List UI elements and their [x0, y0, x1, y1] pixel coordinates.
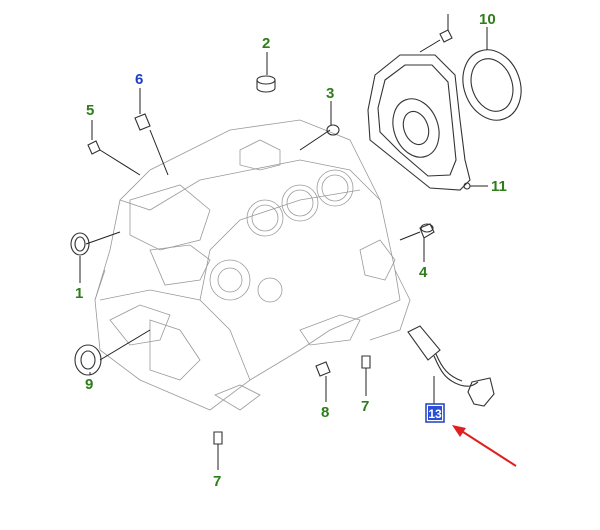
- callout-3: 3: [326, 85, 334, 102]
- callout-5: 5: [86, 102, 94, 119]
- callout-2: 2: [262, 35, 270, 52]
- part-7a-bolt: [213, 431, 223, 445]
- engine-block: [94, 119, 411, 411]
- part-9-seal: [74, 344, 102, 376]
- callout-7a: 7: [213, 473, 221, 490]
- part-13-sensor: [407, 325, 495, 407]
- part-6-sleeve: [134, 113, 151, 131]
- part-7b-bolt: [361, 355, 371, 369]
- callout-13-highlight: 13: [425, 403, 445, 423]
- callout-9: 9: [85, 376, 93, 393]
- part-2-cap: [256, 75, 276, 93]
- part-4-plug: [419, 223, 435, 239]
- callout-11: 11: [491, 178, 507, 195]
- part-11-bolt: [463, 182, 471, 190]
- rear-cover-assembly: [367, 49, 522, 191]
- callout-4: 4: [419, 264, 428, 281]
- callout-13: 13: [428, 407, 442, 421]
- part-5-bolt: [87, 140, 101, 155]
- callout-8: 8: [321, 404, 329, 421]
- callout-1: 1: [75, 285, 83, 302]
- leader-lines: [79, 14, 488, 470]
- callout-7b: 7: [361, 398, 369, 415]
- callout-10: 10: [479, 11, 496, 28]
- part-3-plug: [326, 124, 340, 136]
- callout-6: 6: [135, 71, 143, 88]
- part-8-plug: [315, 361, 331, 377]
- cover-top-bolt: [439, 29, 453, 43]
- red-pointer-arrow: [452, 425, 517, 467]
- part-1-plug: [70, 232, 90, 256]
